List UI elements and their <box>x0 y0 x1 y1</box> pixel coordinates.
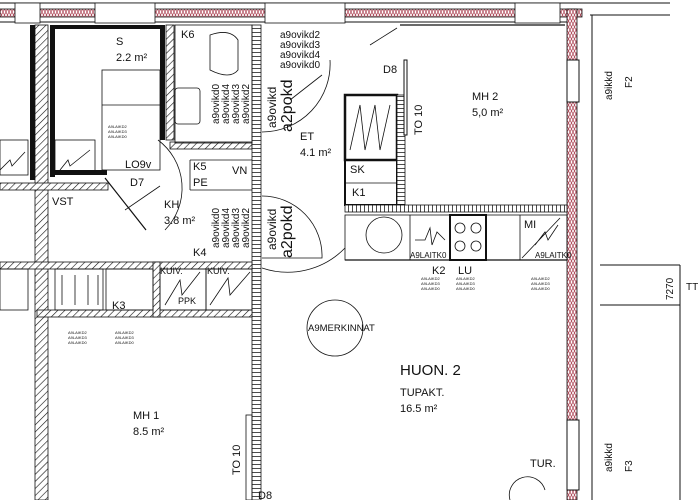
label-tur: TUR. <box>530 458 556 470</box>
door-d8-bottom: D8 <box>258 490 272 500</box>
room-s-name: S <box>116 36 123 48</box>
room-huon-type: TUPAKT. <box>400 387 444 399</box>
label-vn: VN <box>232 165 247 177</box>
tag: A9LAIKD2 <box>456 276 475 281</box>
tag: A9LAIKD2 <box>68 330 87 335</box>
label-kuiv-1: KUIV. <box>160 266 183 276</box>
kitchen-area <box>343 24 568 261</box>
label-ppk: PPK <box>178 296 196 306</box>
tag: A9LAIKD2 <box>108 124 127 129</box>
label-mi: MI <box>524 219 536 231</box>
tag: a9ovikd <box>265 87 279 128</box>
room-mh2-area: 5,0 m² <box>472 107 504 119</box>
tag: a9ovikd3 <box>280 40 320 51</box>
dimension-value: 7270 <box>665 277 676 300</box>
door-d7: D7 <box>130 177 144 189</box>
room-et-name: ET <box>300 131 314 143</box>
tag: A9LAIKD0 <box>108 134 127 139</box>
tag: A9LAIKD3 <box>108 129 127 134</box>
window-tag-f2: F2 <box>624 76 635 88</box>
tag: A9LAIKD0 <box>456 286 475 291</box>
label-kuiv-2: KUIV. <box>207 266 230 276</box>
label-k5: K5 <box>193 161 206 173</box>
door-tags: a9ovikd2 a9ovikd3 a9ovikd4 a9ovikd0 a9ov… <box>211 30 698 472</box>
room-huon-area: 16.5 m² <box>400 403 438 415</box>
tag: a9ovikd3 <box>231 208 242 248</box>
label-k1: K1 <box>352 187 365 199</box>
label-vst: VST <box>52 196 74 208</box>
label-lu: LU <box>458 265 472 277</box>
tag: a9ovikd3 <box>231 84 242 124</box>
room-labels: S 2.2 m² K6 LO9v D7 K5 PE VN KH 3.8 m² K… <box>52 29 572 500</box>
tag: A9LAIKD3 <box>421 281 440 286</box>
tag: a9ovikd <box>265 209 279 250</box>
tag: A9LAIKD2 <box>421 276 440 281</box>
tag: a9ovikd2 <box>241 84 252 124</box>
tag: A9LAIKD3 <box>531 281 550 286</box>
label-laitk-2: A9LAITK0 <box>535 251 572 260</box>
tag: a9ovikd0 <box>280 60 320 71</box>
tag: A9LAIKD0 <box>421 286 440 291</box>
label-k2: K2 <box>432 265 445 277</box>
label-k6: K6 <box>181 29 194 41</box>
tag: A9LAIKD2 <box>115 330 134 335</box>
tag: A9LAIKD3 <box>456 281 475 286</box>
to10-top: TO 10 <box>413 105 425 135</box>
door-d8-top: D8 <box>383 64 397 76</box>
tag: a9ovikd2 <box>280 30 320 41</box>
tag: A9LAIKD0 <box>115 340 134 345</box>
tag: a2pokd <box>279 206 296 259</box>
room-mh1-area: 8.5 m² <box>133 426 165 438</box>
to10-bottom: TO 10 <box>231 445 243 475</box>
sink-icon <box>365 216 403 254</box>
annotation-circle <box>306 299 364 357</box>
room-mh2-name: MH 2 <box>472 91 498 103</box>
room-kh-area: 3.8 m² <box>164 215 196 227</box>
dimension-tag: TT <box>686 282 698 293</box>
room-mh1-name: MH 1 <box>133 410 159 422</box>
exterior-wall-right <box>566 8 681 500</box>
room-et-area: 4.1 m² <box>300 147 332 159</box>
tag: a9ovikd4 <box>221 208 232 248</box>
room-huon-name: HUON. 2 <box>400 362 461 379</box>
tag: A9LAIKD3 <box>68 335 87 340</box>
window-tag-f2: a9ikkd <box>604 71 615 100</box>
tag: A9LAIKD2 <box>531 276 550 281</box>
label-pe: PE <box>193 177 208 189</box>
interior-walls <box>0 24 398 500</box>
exterior-wall-top <box>0 2 670 24</box>
tag: a9ovikd4 <box>221 84 232 124</box>
tag: A9LAIKD3 <box>115 335 134 340</box>
window-tag-f3: a9ikkd <box>604 443 615 472</box>
label-sk: SK <box>350 164 365 176</box>
label-k3: K3 <box>112 300 125 312</box>
room-lo-name: LO9v <box>125 159 152 171</box>
stove-icon <box>449 214 487 261</box>
small-tags: A9LAIKD2 A9LAIKD3 A9LAIKD0 A9LAIKD2 A9LA… <box>68 124 550 345</box>
room-s-area: 2.2 m² <box>116 52 148 64</box>
tag: a9ovikd2 <box>241 208 252 248</box>
tag: a9ovikd4 <box>280 50 320 61</box>
tag: a2pokd <box>279 80 296 133</box>
label-k4: K4 <box>193 247 206 259</box>
room-kh-name: KH <box>164 199 179 211</box>
label-merkinnat: A9MERKINNAT <box>308 323 375 334</box>
tag: A9LAIKD0 <box>531 286 550 291</box>
tag: A9LAIKD0 <box>68 340 87 345</box>
label-laitk-1: A9LAITK0 <box>410 251 447 260</box>
window-tag-f3: F3 <box>624 460 635 472</box>
stair-arc <box>508 476 546 500</box>
tag: a9ovikd0 <box>211 84 222 124</box>
tag: a9ovikd0 <box>211 208 222 248</box>
